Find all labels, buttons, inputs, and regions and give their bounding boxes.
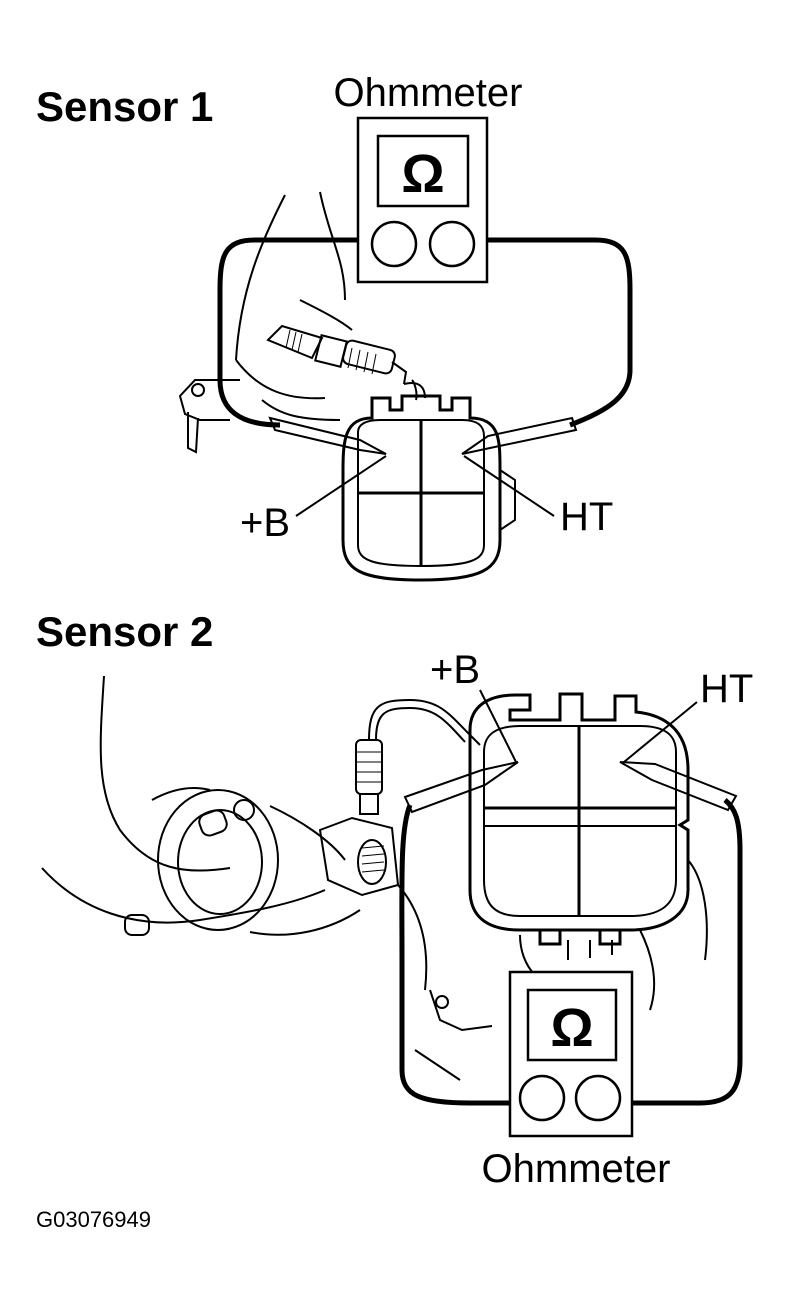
meter-display [376,134,470,208]
sensor2-heading: Sensor 2 [36,608,213,655]
sensor2-label-b-plus: +B [430,648,480,692]
sensor1-label-ht: HT [560,495,613,539]
meter-jack-left [370,220,418,268]
sensor2-label-ht: HT [700,667,753,711]
sensor2-ohmmeter: Ω Ohmmeter [482,970,671,1191]
sensor1-leaders [295,455,555,517]
omega-symbol: Ω [550,998,593,1058]
meter-jack-right [428,220,476,268]
sensor2-leaders [479,689,698,763]
sensor2-test-lead-loop [399,798,743,1106]
sensor1-meter-label: Ohmmeter [334,71,523,115]
omega-symbol: Ω [401,144,444,204]
sensor1-probes [268,416,578,455]
sensor2-oxygen-sensor [355,698,481,815]
sensor2-probes [403,761,738,814]
sensor1-engine-sketch [178,191,516,531]
sensor1-oxygen-sensor [266,324,426,401]
sensor1-ohmmeter: Ohmmeter Ω [334,71,523,284]
sensor2-component-dots [361,845,385,873]
sensor1-label-b-plus: +B [240,501,290,545]
sensor1-connector [341,394,502,582]
meter-display [526,988,618,1062]
sensor1-test-lead-loop [217,237,633,428]
meter-jack-right [574,1074,622,1122]
sensor2-exhaust-sketch [41,675,493,1081]
meter-jack-left [518,1074,566,1122]
sensor2-group: Sensor 2 [36,608,753,1191]
sensor1-heading: Sensor 1 [36,83,213,130]
sensor1-group: Sensor 1 [36,71,633,582]
figure-code: G03076949 [36,1207,151,1232]
sensor2-meter-label: Ohmmeter [482,1147,671,1191]
sensor2-connector [468,692,690,946]
